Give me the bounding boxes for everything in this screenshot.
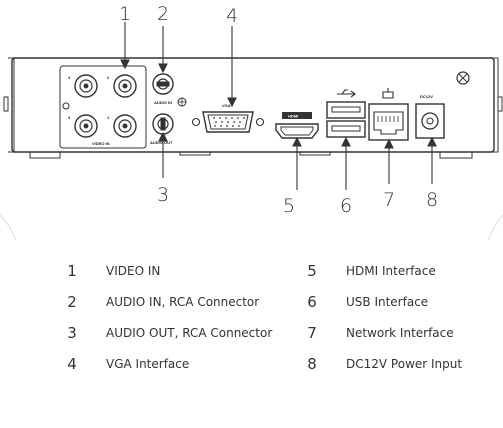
audio-rca-ports bbox=[152, 73, 187, 135]
power-label: DC12V bbox=[420, 94, 433, 99]
bnc-number-b: 2 bbox=[107, 75, 110, 80]
decorative-edge-left bbox=[0, 214, 17, 241]
vga-label: VGA bbox=[222, 103, 231, 108]
callout-number-1: 1 bbox=[119, 3, 131, 25]
legend-number-7: 7 bbox=[307, 324, 317, 342]
vga-port bbox=[191, 111, 265, 133]
legend-number-2: 2 bbox=[67, 293, 77, 311]
legend-number-6: 6 bbox=[307, 293, 317, 311]
legend-label-5: HDMI Interface bbox=[346, 264, 436, 278]
legend-label-8: DC12V Power Input bbox=[346, 357, 463, 371]
callout-number-4: 4 bbox=[226, 5, 238, 27]
legend-number-1: 1 bbox=[67, 262, 77, 280]
hdmi-label: HDMI bbox=[288, 114, 298, 119]
callout-number-3: 3 bbox=[157, 184, 169, 206]
legend-number-8: 8 bbox=[307, 355, 317, 373]
video-in-label: VIDEO IN bbox=[92, 141, 110, 146]
bnc-number-c: 3 bbox=[68, 115, 71, 120]
bnc-port-2 bbox=[113, 74, 137, 98]
power-port bbox=[415, 103, 445, 139]
callout-number-8: 8 bbox=[426, 189, 438, 211]
legend-label-1: VIDEO IN bbox=[106, 264, 161, 278]
legend-number-4: 4 bbox=[67, 355, 77, 373]
legend-label-7: Network Interface bbox=[346, 326, 454, 340]
audio-in-rca bbox=[152, 73, 174, 95]
legend-label-4: VGA Interface bbox=[106, 357, 190, 371]
hdmi-port bbox=[275, 123, 319, 139]
bnc-port-3 bbox=[74, 114, 98, 138]
callout-number-5: 5 bbox=[283, 195, 295, 217]
bnc-port-1 bbox=[74, 74, 98, 98]
bnc-number-d: 1 bbox=[107, 115, 110, 120]
usb-icon bbox=[337, 89, 356, 98]
audio-out-label: AUDIO OUT bbox=[150, 140, 173, 145]
legend-number-3: 3 bbox=[67, 324, 77, 342]
legend-label-6: USB Interface bbox=[346, 295, 429, 309]
bnc-number-a: 4 bbox=[68, 75, 71, 80]
hdmi-label-box bbox=[282, 112, 312, 119]
callout-number-2: 2 bbox=[157, 3, 169, 25]
device-chassis bbox=[3, 57, 503, 159]
legend-number-5: 5 bbox=[307, 262, 317, 280]
bnc-port-4 bbox=[113, 114, 137, 138]
audio-in-label: AUDIO IN bbox=[154, 100, 172, 105]
decorative-edge-right bbox=[487, 214, 503, 241]
legend-label-2: AUDIO IN, RCA Connector bbox=[106, 295, 260, 309]
callout-number-6: 6 bbox=[340, 195, 352, 217]
video-in-ports bbox=[59, 65, 147, 149]
callout-number-7: 7 bbox=[383, 189, 395, 211]
legend-label-3: AUDIO OUT, RCA Connector bbox=[106, 326, 273, 340]
callout-lines bbox=[120, 22, 437, 190]
network-icon bbox=[382, 88, 394, 99]
